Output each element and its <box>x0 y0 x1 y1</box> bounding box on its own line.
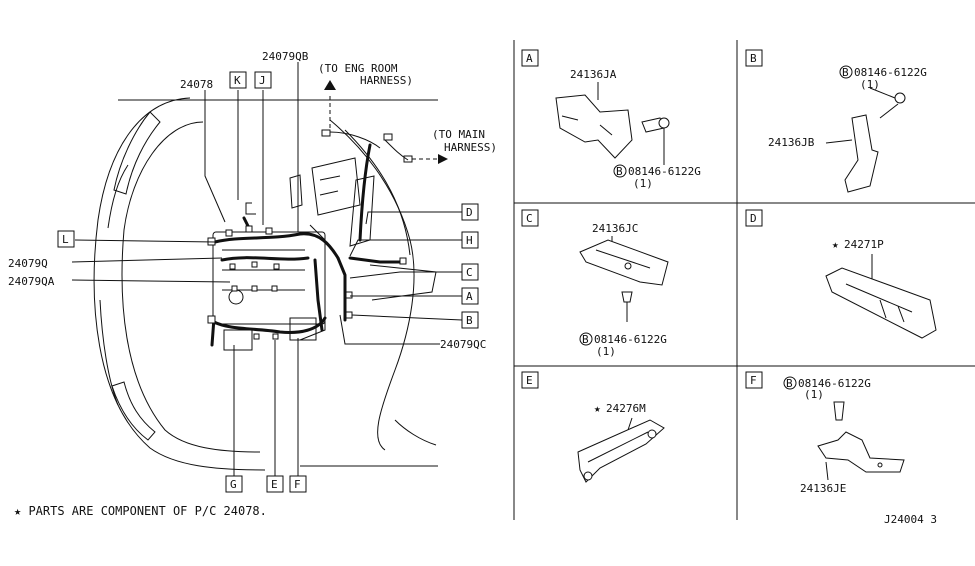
svg-text:K: K <box>234 74 241 87</box>
bolt-b: 08146-6122G <box>854 66 927 79</box>
part-24271p: 24271P <box>844 238 884 251</box>
svg-text:C: C <box>466 266 473 279</box>
callout-l: L <box>57 230 75 248</box>
svg-text:A: A <box>466 290 473 303</box>
callout-g: G <box>225 475 243 493</box>
leader-lines <box>71 62 463 476</box>
part-24136je: 24136JE <box>800 482 846 495</box>
svg-text:B: B <box>786 377 793 390</box>
panel-f: F B 08146-6122G (1) 24136JE <box>745 371 905 495</box>
svg-text:(1): (1) <box>860 78 880 91</box>
callout-d: D <box>461 203 479 221</box>
svg-text:L: L <box>62 233 69 246</box>
panel-d: D ★ 24271P <box>745 209 937 339</box>
svg-text:(1): (1) <box>804 388 824 401</box>
eng-room-arrow <box>324 80 381 149</box>
bracket-24136ja <box>555 94 633 159</box>
main-view: 24078 24079QB 24079Q 24079QA 24079QC (TO… <box>8 50 497 493</box>
relay-box <box>289 157 375 247</box>
svg-text:H: H <box>466 234 473 247</box>
part-24078: 24078 <box>180 78 213 91</box>
callout-e: E <box>266 475 284 493</box>
part-24276m: 24276M <box>606 402 646 415</box>
protector-24276m <box>577 419 665 483</box>
svg-text:(1): (1) <box>633 177 653 190</box>
to-eng-room-label: (TO ENG ROOM <box>318 62 398 75</box>
svg-text:(1): (1) <box>596 345 616 358</box>
main-harness-arrow <box>384 139 448 164</box>
svg-text:D: D <box>466 206 473 219</box>
callout-f: F <box>289 475 307 493</box>
diagram-code: J24004 3 <box>884 513 937 526</box>
svg-text:F: F <box>750 374 757 387</box>
body-outline <box>93 97 266 471</box>
callout-a: A <box>461 287 479 305</box>
footnote: ★ PARTS ARE COMPONENT OF P/C 24078. <box>14 504 267 518</box>
panel-c: C 24136JC B 08146-6122G (1) <box>521 209 669 358</box>
part-24136jc: 24136JC <box>592 222 638 235</box>
to-main-label: (TO MAIN <box>432 128 485 141</box>
callout-c: C <box>461 263 479 281</box>
bracket-24136jb <box>844 114 879 193</box>
part-24136ja: 24136JA <box>570 68 617 81</box>
svg-text:G: G <box>230 478 237 491</box>
svg-text:B: B <box>582 333 589 346</box>
part-24079qc: 24079QC <box>440 338 486 351</box>
svg-text:D: D <box>750 212 757 225</box>
svg-text:E: E <box>526 374 533 387</box>
to-main-label-2: HARNESS) <box>444 141 497 154</box>
svg-text:A: A <box>526 52 533 65</box>
bracket-24136jc <box>579 239 669 286</box>
part-24136jb: 24136JB <box>768 136 815 149</box>
part-24079qa: 24079QA <box>8 275 55 288</box>
part-24079qb: 24079QB <box>262 50 309 63</box>
callout-k: K <box>229 71 247 89</box>
panel-b: B B 08146-6122G (1) 24136JB <box>745 49 927 193</box>
bolt-c: 08146-6122G <box>594 333 667 346</box>
bracket-24136je <box>817 431 905 473</box>
part-24079q: 24079Q <box>8 257 48 270</box>
callout-j: J <box>254 71 272 89</box>
wire-harness <box>210 143 407 347</box>
svg-text:C: C <box>526 212 533 225</box>
panel-a: A 24136JA B 08146-6122G (1) <box>521 49 701 190</box>
bolt-f: 08146-6122G <box>798 377 871 390</box>
bolt-a: 08146-6122G <box>628 165 701 178</box>
callout-b: B <box>461 311 479 329</box>
svg-text:★: ★ <box>832 238 839 251</box>
svg-text:F: F <box>294 478 301 491</box>
svg-text:B: B <box>616 165 623 178</box>
detail-grid <box>513 40 975 520</box>
svg-text:B: B <box>466 314 473 327</box>
svg-text:B: B <box>842 66 849 79</box>
to-eng-room-label-2: HARNESS) <box>360 74 413 87</box>
panel-e: E ★ 24276M <box>521 371 665 483</box>
svg-text:E: E <box>271 478 278 491</box>
callout-h: H <box>461 231 479 249</box>
svg-text:★: ★ <box>594 402 601 415</box>
svg-text:J: J <box>259 74 266 87</box>
svg-text:B: B <box>750 52 757 65</box>
